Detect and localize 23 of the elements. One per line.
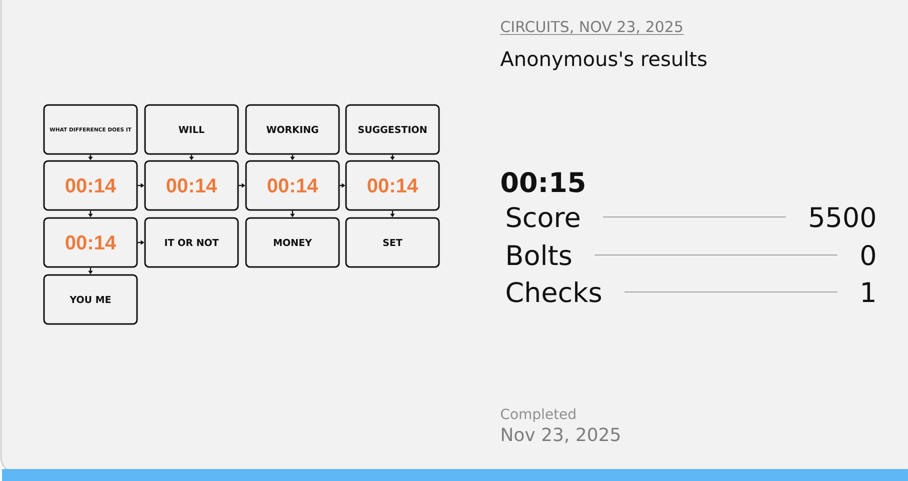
- timer-box: 00:14: [43, 160, 138, 211]
- time-value: 00:15: [502, 172, 584, 192]
- completed-label: Completed: [501, 408, 576, 422]
- stat-value: 1: [862, 282, 874, 302]
- word-box: MONEY: [245, 217, 340, 268]
- word-box: WILL: [144, 104, 239, 155]
- word-box: WORKING: [245, 104, 340, 155]
- timer-box: 00:14: [144, 160, 239, 211]
- stat-label: Checks: [506, 281, 601, 302]
- word-box: YOU ME: [43, 274, 138, 325]
- stat-label: Score: [507, 206, 580, 228]
- link: CIRCUITS, NOV 23, 2025: [500, 20, 684, 35]
- heading: Anonymous's results: [500, 50, 706, 70]
- timer-box: 00:14: [345, 160, 440, 211]
- word-box: IT OR NOT: [144, 217, 239, 268]
- word-box: SUGGESTION: [345, 104, 440, 155]
- word-box: SET: [345, 217, 440, 268]
- timer-box: 00:14: [245, 160, 340, 211]
- stat-value: 5500: [810, 206, 875, 228]
- stat-value: 0: [861, 244, 875, 266]
- timer-box: 00:14: [43, 217, 138, 268]
- stat-label: Bolts: [508, 244, 572, 266]
- date-text: Nov 23, 2025: [502, 428, 620, 444]
